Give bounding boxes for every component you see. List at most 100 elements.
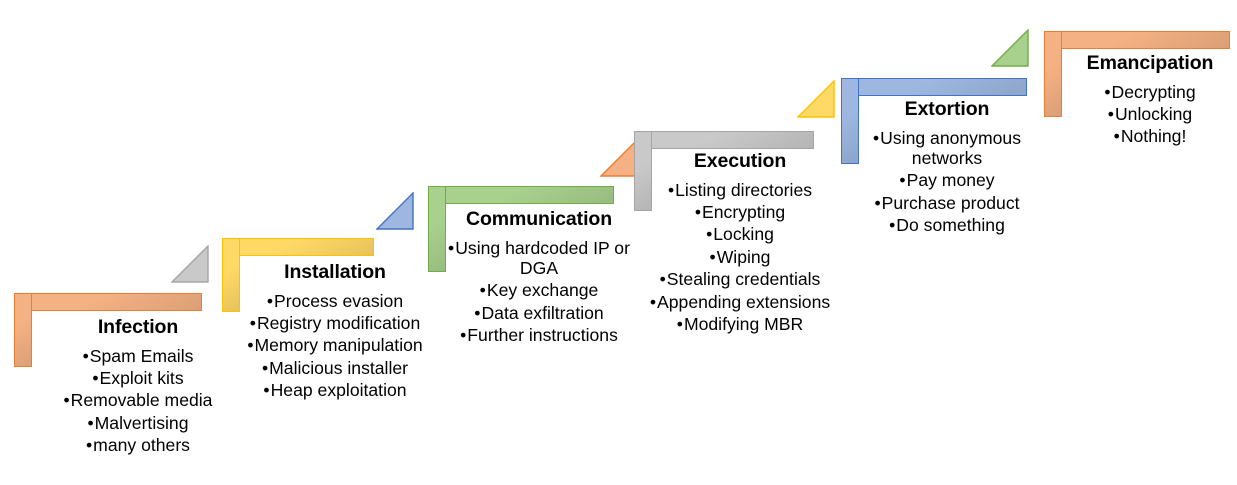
stage-text-emancipation: Emancipation•Decrypting•Unlocking•Nothin… xyxy=(1058,52,1237,149)
bullet-icon: • xyxy=(889,215,896,236)
bullet-icon: • xyxy=(266,290,274,311)
stage-list-item-label: Do something xyxy=(896,215,1005,236)
stage-text-installation: Installation•Process evasion•Registry mo… xyxy=(235,261,435,403)
bracket-arm-horizontal xyxy=(634,131,814,149)
stage-list-item-label: Further instructions xyxy=(467,325,618,346)
stage-title: Installation xyxy=(284,261,386,283)
stage-text-infection: Infection•Spam Emails•Exploit kits•Remov… xyxy=(40,316,236,458)
bullet-icon: • xyxy=(676,314,683,335)
stage-item-list: •Using hardcoded IP or DGA•Key exchange•… xyxy=(442,238,636,346)
stage-list-item: •Stealing credentials xyxy=(632,269,848,289)
stage-list-item: •Using anonymous networks xyxy=(848,128,1046,169)
stage-list-item-label: Removable media xyxy=(70,390,213,411)
bracket-arm-horizontal xyxy=(428,186,614,204)
stage-item-list: •Process evasion•Registry modification•M… xyxy=(235,291,435,401)
stage-list-item: •Unlocking xyxy=(1058,104,1237,124)
stage-list-item: •Modifying MBR xyxy=(632,314,848,334)
bullet-icon: • xyxy=(706,224,713,245)
stage-list-item-label: Nothing! xyxy=(1120,126,1187,147)
stage-list-item: •Wiping xyxy=(632,247,848,267)
bullet-icon: • xyxy=(667,179,675,200)
stage-list-item: •Spam Emails xyxy=(40,346,236,366)
bullet-icon: • xyxy=(1113,126,1120,147)
stage-list-item-label: Memory manipulation xyxy=(254,335,423,356)
bullet-icon: • xyxy=(247,335,254,356)
bullet-icon: • xyxy=(649,291,657,312)
bullet-icon: • xyxy=(694,202,702,223)
stage-item-list: •Decrypting•Unlocking•Nothing! xyxy=(1058,82,1237,147)
stage-title: Infection xyxy=(97,316,179,338)
stage-list-item: •Decrypting xyxy=(1058,82,1237,102)
stage-list-item: •Listing directories xyxy=(632,180,848,200)
stage-title: Emancipation xyxy=(1086,52,1214,74)
stage-list-item-label: Registry modification xyxy=(256,313,421,334)
bullet-icon: • xyxy=(1107,104,1114,125)
stage-list-item: •Further instructions xyxy=(442,325,636,345)
stage-list-item-label: Purchase product xyxy=(881,192,1020,213)
bullet-icon: • xyxy=(460,325,467,346)
stage-list-item: •Do something xyxy=(848,215,1046,235)
stage-list-item-label: Pay money xyxy=(906,170,995,191)
stage-title: Execution xyxy=(693,150,787,172)
bullet-icon: • xyxy=(709,246,716,267)
stage-list-item: •Removable media xyxy=(40,390,236,410)
stage-list-item-label: Locking xyxy=(713,224,774,245)
stage-list-item-label: Spam Emails xyxy=(89,345,194,366)
bullet-icon: • xyxy=(249,313,256,334)
stage-list-item: •Registry modification xyxy=(235,313,435,333)
stage-list-item-label: Exploit kits xyxy=(99,368,184,389)
connector-triangle-communication xyxy=(376,192,414,230)
bullet-icon: • xyxy=(899,170,906,191)
bullet-icon: • xyxy=(263,380,270,401)
bracket-arm-horizontal xyxy=(222,238,374,256)
stage-list-item-label: Modifying MBR xyxy=(683,314,804,335)
bullet-icon: • xyxy=(479,280,486,301)
bullet-icon: • xyxy=(92,368,99,389)
stage-list-item-label: many others xyxy=(93,435,190,456)
bullet-icon: • xyxy=(261,357,269,378)
stage-list-item: •Key exchange xyxy=(442,280,636,300)
stage-list-item-label: Encrypting xyxy=(702,202,786,223)
bullet-icon: • xyxy=(86,435,93,456)
stage-item-list: •Spam Emails•Exploit kits•Removable medi… xyxy=(40,346,236,456)
stage-list-item-label: Heap exploitation xyxy=(270,380,407,401)
stage-list-item-label: Using anonymous networks xyxy=(880,127,1021,169)
connector-triangle-extortion xyxy=(797,80,835,118)
stage-list-item-label: Process evasion xyxy=(274,290,404,311)
connector-triangle-emancipation xyxy=(991,29,1029,67)
stage-list-item: •Malicious installer xyxy=(235,358,435,378)
stage-list-item: •Data exfiltration xyxy=(442,303,636,323)
bullet-icon: • xyxy=(87,412,94,433)
stage-list-item: •Locking xyxy=(632,224,848,244)
stage-list-item: •Exploit kits xyxy=(40,368,236,388)
bracket-arm-vertical xyxy=(14,293,32,367)
stage-list-item: •Process evasion xyxy=(235,291,435,311)
bullet-icon: • xyxy=(659,269,666,290)
stage-list-item: •Appending extensions xyxy=(632,292,848,312)
stage-title: Communication xyxy=(465,208,613,230)
bullet-icon: • xyxy=(474,302,481,323)
bullet-icon: • xyxy=(448,237,455,258)
stage-list-item: •Encrypting xyxy=(632,202,848,222)
stage-list-item-label: Listing directories xyxy=(675,179,813,200)
stage-list-item-label: Using hardcoded IP or DGA xyxy=(455,237,630,279)
stage-list-item-label: Wiping xyxy=(716,246,771,267)
stage-list-item: •Nothing! xyxy=(1058,126,1237,146)
stage-list-item: •Malvertising xyxy=(40,413,236,433)
bullet-icon: • xyxy=(874,192,881,213)
bullet-icon: • xyxy=(873,127,880,148)
stage-list-item-label: Data exfiltration xyxy=(481,302,604,323)
stage-list-item-label: Decrypting xyxy=(1111,81,1196,102)
stage-list-item: •many others xyxy=(40,435,236,455)
stage-list-item-label: Stealing credentials xyxy=(666,269,821,290)
stage-list-item-label: Appending extensions xyxy=(657,291,831,312)
stage-item-list: •Listing directories•Encrypting•Locking•… xyxy=(632,180,848,335)
stage-text-extortion: Extortion•Using anonymous networks•Pay m… xyxy=(848,98,1046,238)
stage-list-item: •Heap exploitation xyxy=(235,380,435,400)
bullet-icon: • xyxy=(63,390,70,411)
stage-list-item: •Memory manipulation xyxy=(235,335,435,355)
bullet-icon: • xyxy=(1104,81,1111,102)
stage-title: Extortion xyxy=(904,98,990,120)
stage-text-execution: Execution•Listing directories•Encrypting… xyxy=(632,150,848,336)
stage-list-item-label: Key exchange xyxy=(486,280,599,301)
